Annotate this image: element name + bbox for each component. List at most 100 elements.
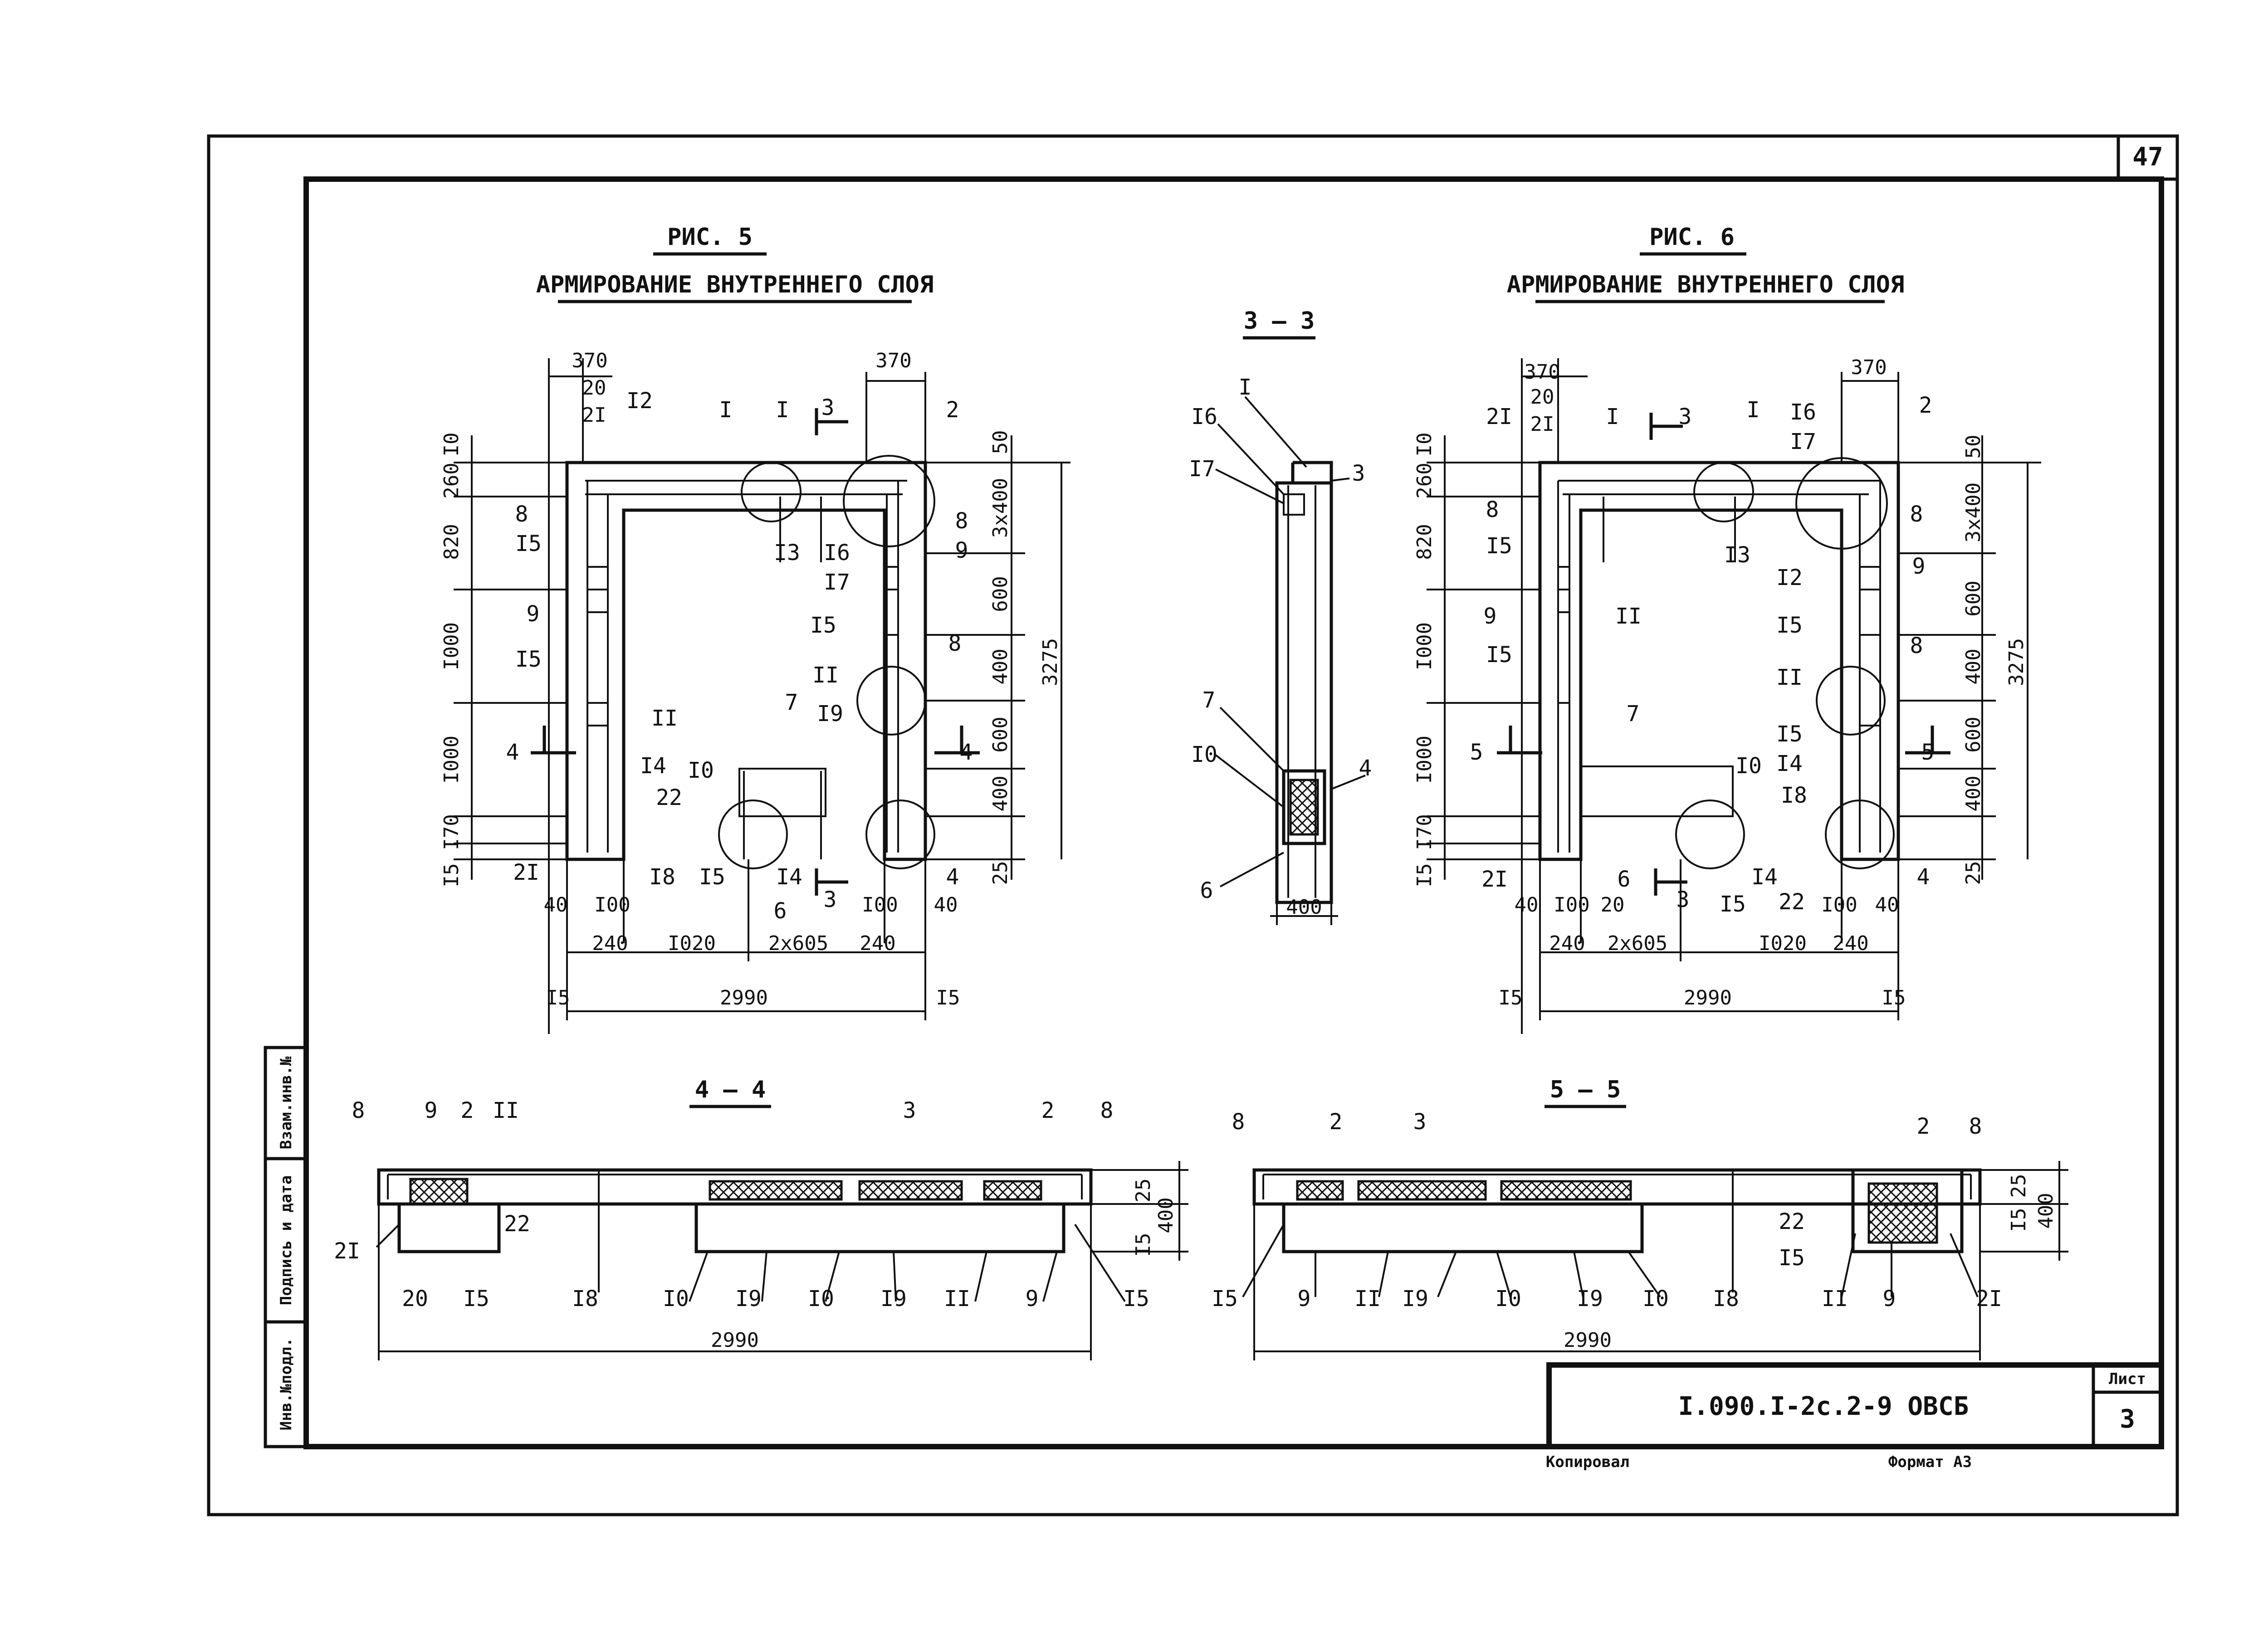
fig5-callout: 9 [527, 601, 540, 627]
stamp-vzam-inv: Взам.инв.№ [277, 1056, 295, 1149]
fig5-dim-top-370-left: 370 [572, 349, 607, 372]
fig6-dim-left-260: 260 [1413, 463, 1436, 498]
title-block [1546, 1362, 2164, 1449]
fig5-dim-top-21: 2I [582, 404, 606, 427]
fig5-callout: 4 [960, 740, 973, 765]
fig5-callout: I2 [626, 388, 653, 414]
sec44-callout: I9 [735, 1286, 762, 1311]
page-number: 47 [2132, 142, 2163, 172]
fig6-callout: I5 [1486, 533, 1512, 559]
sec44-callout: I5 [463, 1286, 489, 1311]
fig5-title: РИС. 5 [667, 224, 753, 251]
fig5-dim-right-400a: 400 [989, 648, 1012, 684]
sec55-callout: 22 [1779, 1209, 1805, 1234]
sec44-callout: 9 [425, 1098, 438, 1123]
fig6-callout: II [1776, 665, 1803, 690]
fig6-dim-bot-15a: I5 [1499, 986, 1523, 1009]
fig6-callout: 2 [1919, 393, 1932, 418]
fig5-dim-right-3275: 3275 [1039, 638, 1062, 686]
fig5-callout: 2 [946, 397, 959, 423]
sec44-callout: 3 [903, 1098, 916, 1123]
sec44-callout: 20 [402, 1286, 428, 1311]
fig5-dim-bot-240a: 240 [592, 932, 628, 955]
fig5-dim-bot-100b: I00 [862, 893, 898, 916]
sec44-callout: I5 [1123, 1286, 1149, 1311]
fig6-subtitle: АРМИРОВАНИЕ ВНУТРЕННЕГО СЛОЯ [1507, 271, 1905, 298]
fig6-callout: 7 [1627, 701, 1640, 726]
fig5-callout: I7 [824, 570, 850, 595]
fig5-dim-left-260: 260 [440, 463, 463, 498]
sec44-callout: 8 [1100, 1098, 1114, 1123]
fig5-callout: 3 [824, 887, 837, 912]
fig6-callout: I8 [1781, 783, 1807, 808]
fig5-callout: 4 [946, 864, 959, 890]
fig5-callout: I5 [810, 613, 836, 638]
sec55-title: 5 – 5 [1550, 1076, 1621, 1103]
fig6-callout: I [1747, 397, 1760, 423]
sheet-frame [207, 134, 2179, 1516]
sec44-dim-2990: 2990 [711, 1329, 759, 1352]
sec33-title: 3 – 3 [1244, 307, 1315, 335]
fig6-dim-bot-240b: 240 [1833, 932, 1868, 955]
fig6-dim-bot-100b: I00 [1821, 893, 1857, 916]
sec55-callout: I8 [1713, 1286, 1739, 1311]
fig6-dim-left-1000b: I000 [1413, 736, 1436, 784]
fig5-dim-right-25: 25 [989, 861, 1012, 885]
fig6-dim-bot-15b: I5 [1882, 986, 1906, 1009]
sec33-callout: 6 [1200, 878, 1213, 903]
sec55-dim-400: 400 [2034, 1193, 2058, 1228]
sec55-callout: I0 [1495, 1286, 1521, 1311]
fig5-callout: I0 [688, 758, 714, 783]
sec55-callout: 8 [1232, 1109, 1245, 1135]
fig5-dim-bot-15b: I5 [936, 986, 960, 1009]
sec44-callout: I0 [663, 1286, 689, 1311]
fig5-dim-top-20: 20 [582, 376, 606, 400]
fig6-callout: II [1615, 604, 1642, 629]
fig6-dim-left-10: I0 [1413, 433, 1436, 457]
fig5-dim-right-3x400: 3x400 [989, 478, 1012, 538]
format-label: Формат А3 [1888, 1453, 1972, 1471]
sec55-callout: II [1354, 1286, 1381, 1311]
fig6-dim-right-400b: 400 [1962, 775, 1985, 811]
fig5-dim-bot-240b: 240 [860, 932, 895, 955]
sec44-callout: 22 [504, 1211, 530, 1237]
fig5-dim-bot-15a: I5 [546, 986, 570, 1009]
fig5-callout: I5 [515, 531, 542, 556]
sec55-callout: 9 [1883, 1286, 1896, 1311]
fig6-callout: I5 [1486, 642, 1512, 668]
side-stamp: Инв.№подл. Подпись и дата Взам.инв.№ [264, 1046, 308, 1448]
sec55: 5 – 5 8 2 3 2 8 I5 9 II I9 I0 I9 I0 I8 2… [1212, 1076, 2068, 1360]
fig6-dim-right-600b: 600 [1962, 717, 1985, 752]
fig6-dim-right-400a: 400 [1962, 648, 1985, 684]
fig6-dim-bot-100a: I00 [1554, 893, 1589, 916]
sec44-callout: 2I [334, 1238, 360, 1264]
fig6-dim-top-370-left: 370 [1524, 361, 1560, 384]
sec55-callout: 2I [1976, 1286, 2002, 1311]
fig6-dim-left-1000a: I000 [1413, 622, 1436, 670]
fig6-dim-top-370-right: 370 [1851, 356, 1887, 379]
fig6-dim-right-3x400: 3x400 [1962, 483, 1985, 542]
sec55-callout: 8 [1969, 1114, 1982, 1139]
fig5-dim-bot-40a: 40 [544, 893, 568, 916]
fig5-callout: II [651, 706, 678, 731]
fig6-dim-bot-1020: I020 [1759, 932, 1807, 955]
sec44-callout: II [493, 1098, 519, 1123]
sec55-callout: I5 [1779, 1245, 1805, 1271]
fig5-dim-bot-40b: 40 [934, 893, 958, 916]
fig6-callout: I5 [1776, 721, 1803, 747]
sec55-callout: I9 [1402, 1286, 1428, 1311]
fig5-dim-left-10: I0 [440, 433, 463, 457]
fig6-callout: 9 [1484, 604, 1497, 629]
fig6-callout: I2 [1776, 565, 1803, 590]
sec55-callout: II [1822, 1286, 1848, 1311]
fig5-callout: I4 [640, 753, 666, 779]
sec44-callout: 2 [461, 1098, 474, 1123]
fig5-dim-left-15: I5 [440, 863, 463, 887]
fig6-callout: 6 [1618, 867, 1631, 892]
doc-code: I.090.I-2c.2-9 ОВСБ [1678, 1392, 1969, 1421]
fig5-dim-bot-100a: I00 [594, 893, 630, 916]
fig6-callout: 8 [1486, 497, 1499, 522]
sec33-callout: 3 [1352, 461, 1365, 486]
fig5-dim-right-600a: 600 [989, 576, 1012, 612]
copied-label: Копировал [1546, 1453, 1629, 1471]
